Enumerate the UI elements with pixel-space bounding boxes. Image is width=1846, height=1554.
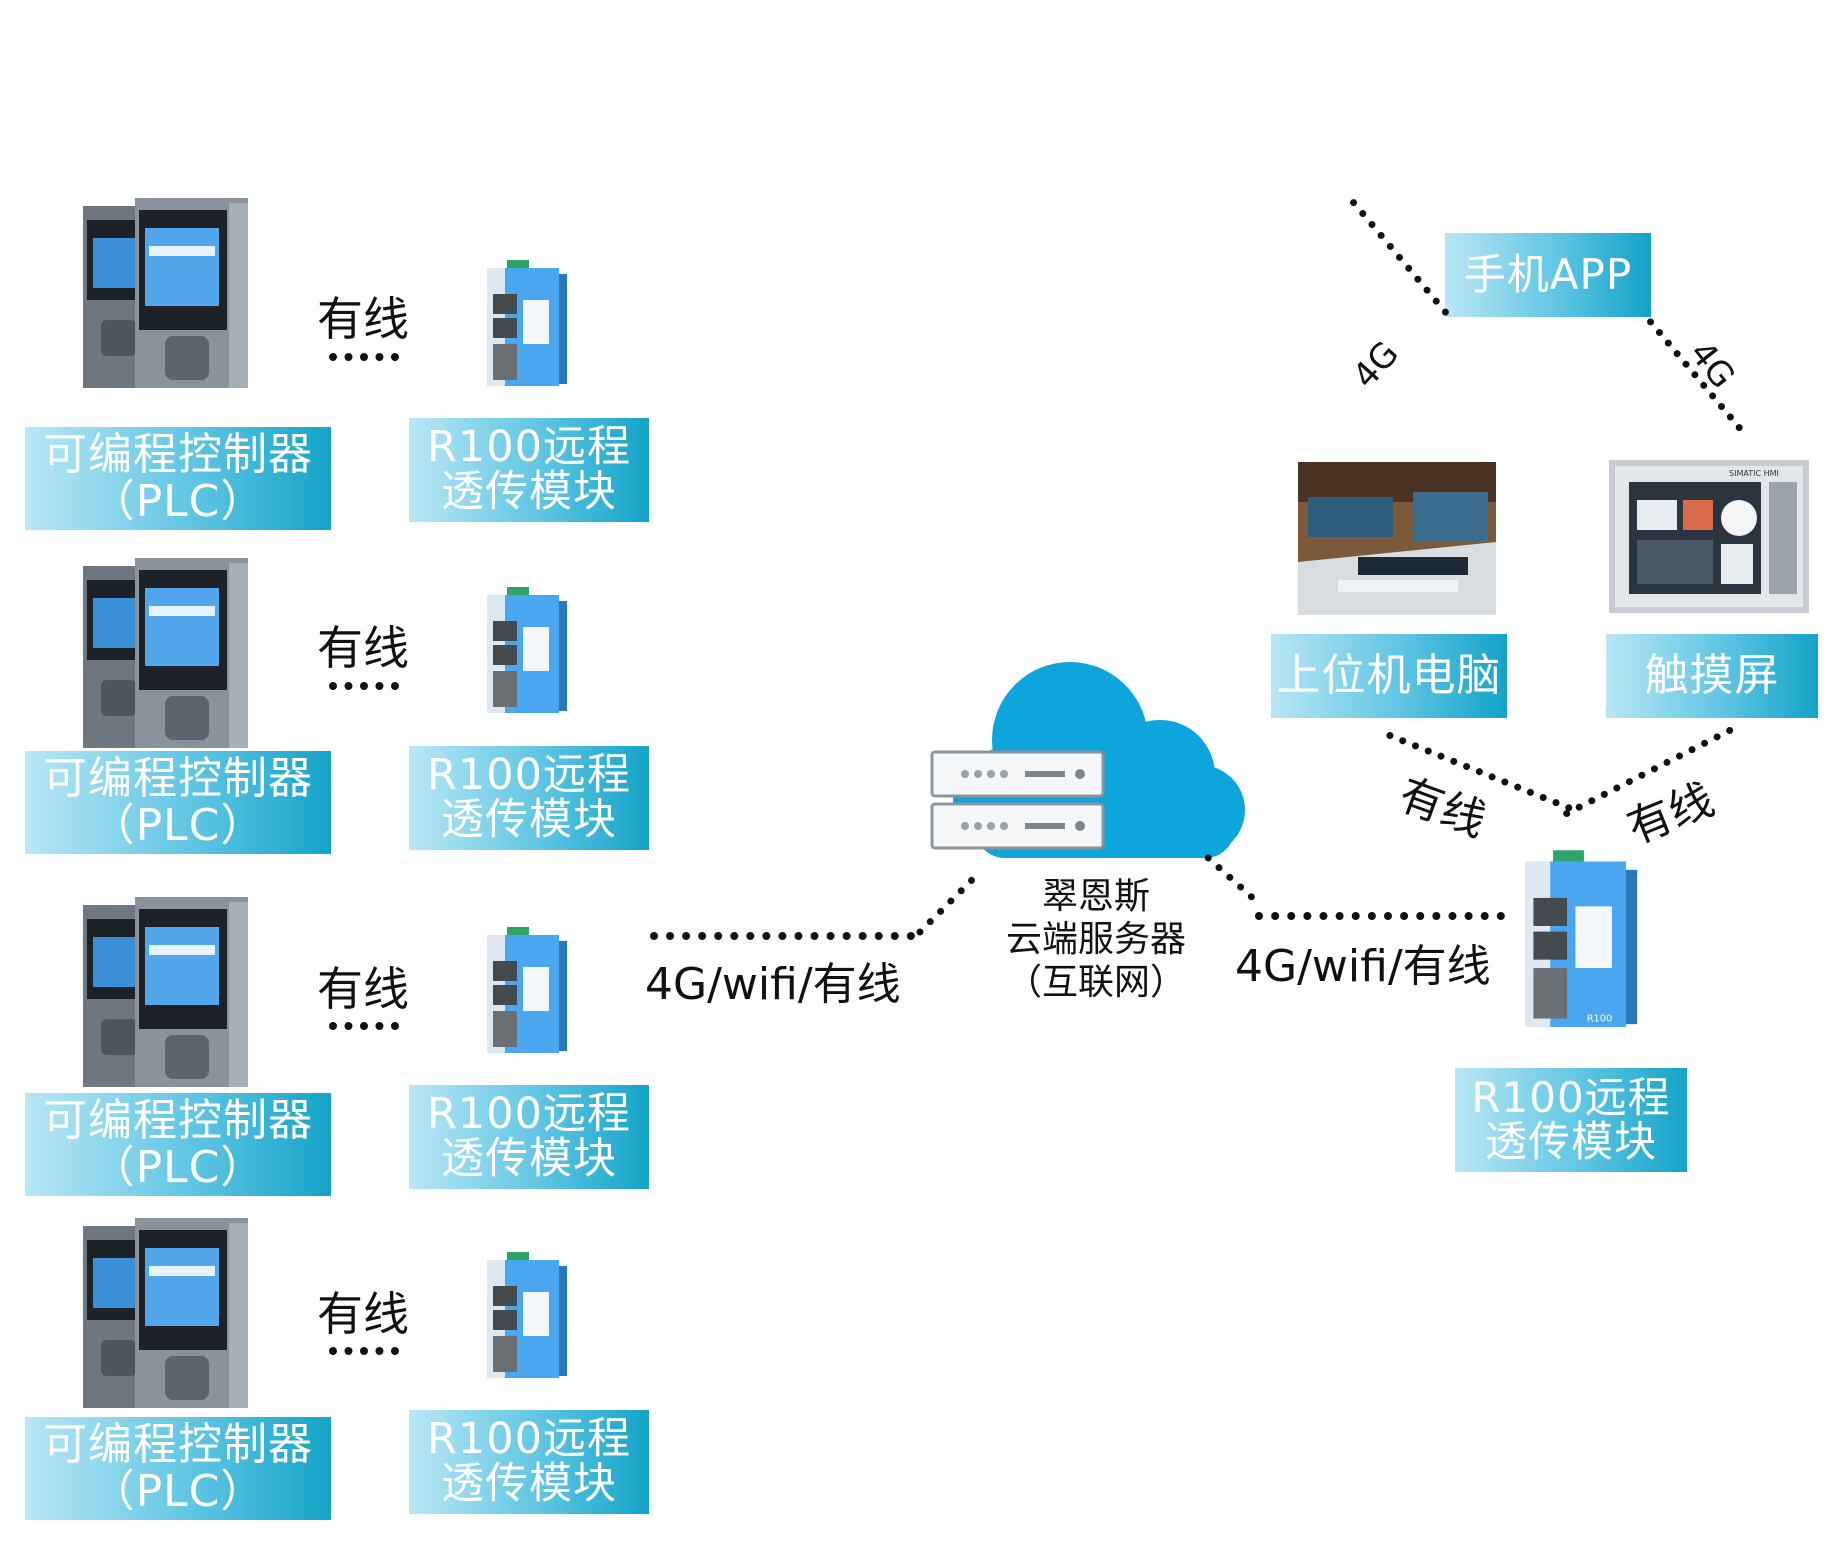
- wired-label-2: 有线: [317, 621, 409, 675]
- r100-label-line1: R100远程: [427, 749, 631, 800]
- host-pc-label: 上位机电脑: [1271, 634, 1507, 718]
- touch-screen-label: 触摸屏: [1606, 634, 1818, 718]
- plc-label-line2: （PLC）: [90, 1465, 266, 1517]
- plc-label-3: 可编程控制器 （PLC）: [25, 1093, 331, 1196]
- r100-module-remote: R100: [1525, 850, 1638, 1027]
- cloud-server-line2: 云端服务器: [1005, 919, 1186, 961]
- plc-device-3: [83, 897, 248, 1087]
- wired-link-2: [329, 682, 399, 690]
- plc-label-line1: 可编程控制器: [43, 753, 313, 805]
- plc-device-2: [83, 558, 248, 748]
- r100-label-1: R100远程 透传模块: [409, 418, 649, 522]
- mobile-app-text: 手机APP: [1463, 249, 1633, 299]
- r100-label-line1: R100远程: [427, 1413, 631, 1464]
- control-room-photo: [1298, 462, 1496, 615]
- r100-label-line2: 透传模块: [441, 1134, 617, 1184]
- wired-label-4: 有线: [317, 1287, 409, 1341]
- server-icon: [930, 750, 1105, 850]
- link-right-label: 4G/wifi/有线: [1235, 941, 1491, 992]
- link-4g-left: [1348, 197, 1451, 317]
- link-4g-left-label: 4G: [1345, 333, 1407, 397]
- r100-label-line2: 透传模块: [441, 1459, 617, 1509]
- link-left-line: [650, 932, 915, 940]
- plc-label-line2: （PLC）: [90, 475, 266, 527]
- mobile-app-label: 手机APP: [1445, 233, 1651, 317]
- plc-label-1: 可编程控制器 （PLC）: [25, 427, 331, 530]
- r100-label-line1: R100远程: [427, 421, 631, 472]
- touch-screen-photo: SIMATIC HMI: [1609, 460, 1809, 613]
- r100-label-remote: R100远程 透传模块: [1455, 1068, 1687, 1172]
- cloud-server-label: 翠恩斯 云端服务器 （互联网）: [966, 875, 1226, 1005]
- plc-label-line2: （PLC）: [90, 799, 266, 851]
- wired-link-4: [329, 1347, 399, 1355]
- r100-module-1: [487, 260, 567, 386]
- cloud-server-line3: （互联网）: [1005, 962, 1186, 1004]
- wired-link-1: [329, 353, 399, 361]
- r100-label-line2: 透传模块: [1484, 1117, 1657, 1166]
- host-pc-text: 上位机电脑: [1276, 649, 1502, 701]
- touch-screen-text: 触摸屏: [1644, 649, 1780, 701]
- r100-module-4: [487, 1252, 567, 1378]
- r100-label-line2: 透传模块: [441, 795, 617, 845]
- link-4g-right-label: 4G: [1681, 333, 1743, 397]
- link-left-label: 4G/wifi/有线: [645, 959, 901, 1010]
- cloud-server-line1: 翠恩斯: [1041, 876, 1150, 917]
- r100-module-3: [487, 927, 567, 1053]
- r100-label-line1: R100远程: [427, 1088, 631, 1139]
- hmi-brand: SIMATIC HMI: [1729, 469, 1779, 478]
- plc-device-1: [83, 198, 248, 388]
- wired-link-3: [329, 1022, 399, 1030]
- plc-device-4: [83, 1218, 248, 1408]
- r100-label-2: R100远程 透传模块: [409, 746, 649, 850]
- plc-label-line1: 可编程控制器: [43, 1419, 313, 1471]
- link-right-line: [1255, 912, 1505, 920]
- r100-label-3: R100远程 透传模块: [409, 1085, 649, 1189]
- wired-label-1: 有线: [317, 292, 409, 346]
- r100-label-line1: R100远程: [1471, 1072, 1671, 1122]
- plc-label-2: 可编程控制器 （PLC）: [25, 751, 331, 854]
- plc-label-line2: （PLC）: [90, 1141, 266, 1193]
- r100-label-line2: 透传模块: [441, 467, 617, 517]
- plc-label-4: 可编程控制器 （PLC）: [25, 1417, 331, 1520]
- wired-label-3: 有线: [317, 962, 409, 1016]
- r100-label-4: R100远程 透传模块: [409, 1410, 649, 1514]
- plc-label-line1: 可编程控制器: [43, 1095, 313, 1147]
- module-print: R100: [1587, 1013, 1613, 1024]
- plc-label-line1: 可编程控制器: [43, 429, 313, 481]
- r100-module-2: [487, 587, 567, 713]
